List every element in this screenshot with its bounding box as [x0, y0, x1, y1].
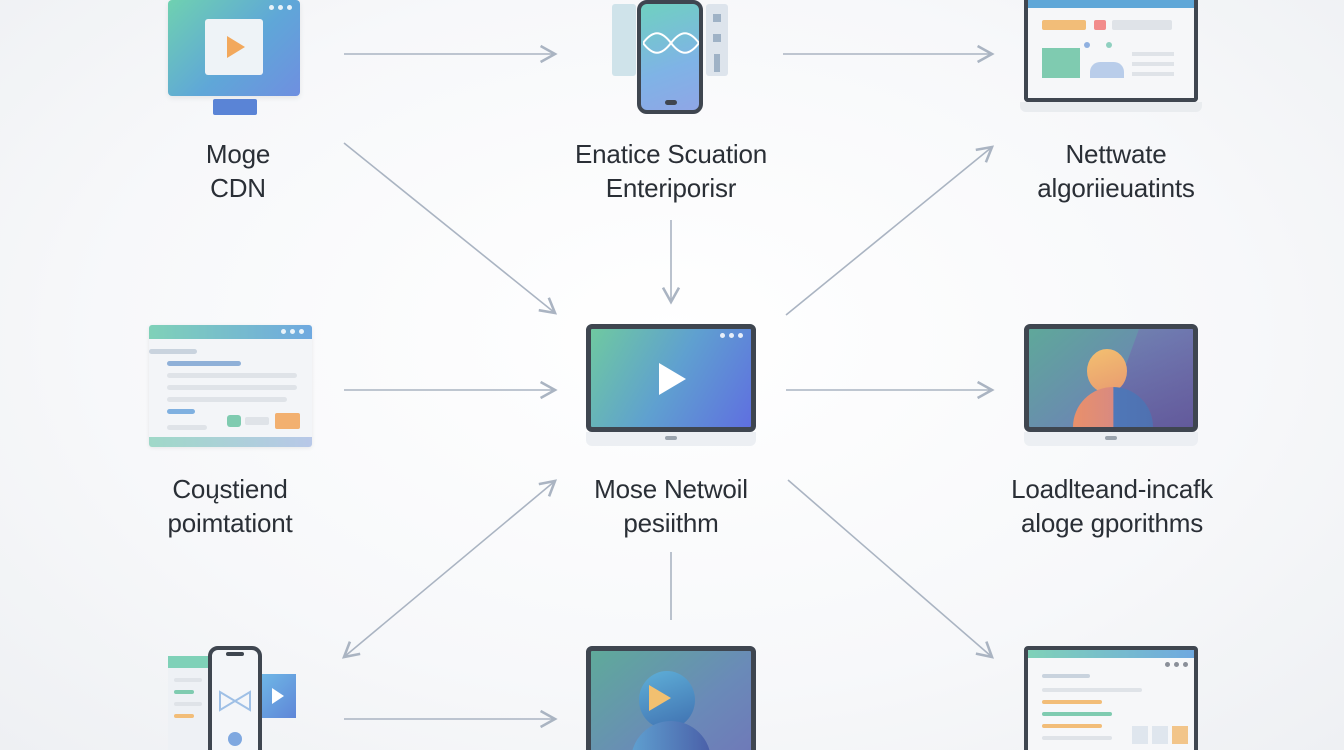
video-player-box	[205, 19, 263, 75]
play-icon	[227, 36, 245, 58]
node-label-line: Moge	[205, 139, 271, 169]
arrow-top-left-to-center	[343, 142, 558, 315]
arrow-center-bidirectional-bottom-left	[341, 479, 558, 659]
node-bottom-center-icon	[586, 646, 756, 750]
node-bottom-right-icon	[1024, 646, 1198, 750]
node-label-line: pesiithm	[623, 508, 719, 538]
node-mose-netwoil-icon	[586, 324, 756, 448]
monitor-base	[586, 432, 756, 446]
node-loadteand-label: Loadlteand-incafk aloge gporithms	[960, 472, 1264, 540]
side-video-panel	[260, 674, 296, 718]
bowtie-icon	[219, 690, 251, 712]
node-label-line: Nettwate	[1065, 139, 1167, 169]
hub-monitor-icon	[586, 324, 756, 432]
monitor-base	[1024, 432, 1198, 446]
node-label-line: Enteriporisr	[605, 173, 737, 203]
node-label-line: Loadlteand-incafk	[1011, 474, 1213, 504]
node-label-line: Coųstiend	[172, 474, 288, 504]
node-label-line: poimtationt	[167, 508, 293, 538]
dna-wave-icon	[643, 32, 699, 54]
person-monitor-icon	[586, 646, 756, 750]
node-bottom-left-icon	[168, 646, 298, 750]
play-icon	[649, 685, 671, 711]
back-window	[168, 656, 212, 750]
node-label-line: Mose Netwoil	[594, 474, 748, 504]
side-panel-left	[612, 4, 636, 76]
person-monitor-icon	[1024, 324, 1198, 432]
node-coustiend-icon	[149, 325, 312, 447]
node-moge-cdn-label: Moge CDN	[138, 137, 338, 205]
node-coustiend-label: Coųstiend poimtationt	[110, 472, 350, 540]
node-label-line: aloge gporithms	[1021, 508, 1203, 538]
phone-icon	[637, 0, 703, 114]
node-moge-cdn-icon	[168, 0, 300, 118]
node-mose-netwoil-label: Mose Netwoil pesiithm	[541, 472, 801, 540]
laptop-dashboard-icon	[1024, 646, 1198, 750]
node-label-line: Enatice Scuation	[575, 139, 767, 169]
arrow-center-to-bottom-right	[787, 479, 994, 659]
play-icon	[272, 688, 284, 704]
node-enatice-icon	[610, 0, 730, 114]
node-loadteand-icon	[1024, 324, 1198, 448]
laptop-dashboard-icon	[1024, 0, 1198, 102]
node-label-line: CDN	[210, 173, 266, 203]
laptop-base	[1020, 102, 1202, 112]
play-icon	[659, 363, 686, 395]
monitor-stand	[213, 99, 257, 115]
arrow-center-to-top-right	[785, 145, 995, 316]
node-nettwate-label: Nettwate algoriieuatints	[986, 137, 1246, 205]
side-panel-right	[706, 4, 728, 76]
video-monitor-icon	[168, 0, 300, 96]
phone-home-button	[665, 100, 677, 105]
person-body	[631, 721, 711, 750]
node-enatice-label: Enatice Scuation Enteriporisr	[521, 137, 821, 205]
phone-icon	[208, 646, 262, 750]
node-label-line: algoriieuatints	[1037, 173, 1195, 203]
node-nettwate-icon	[1020, 0, 1202, 114]
person-head	[1087, 349, 1127, 393]
